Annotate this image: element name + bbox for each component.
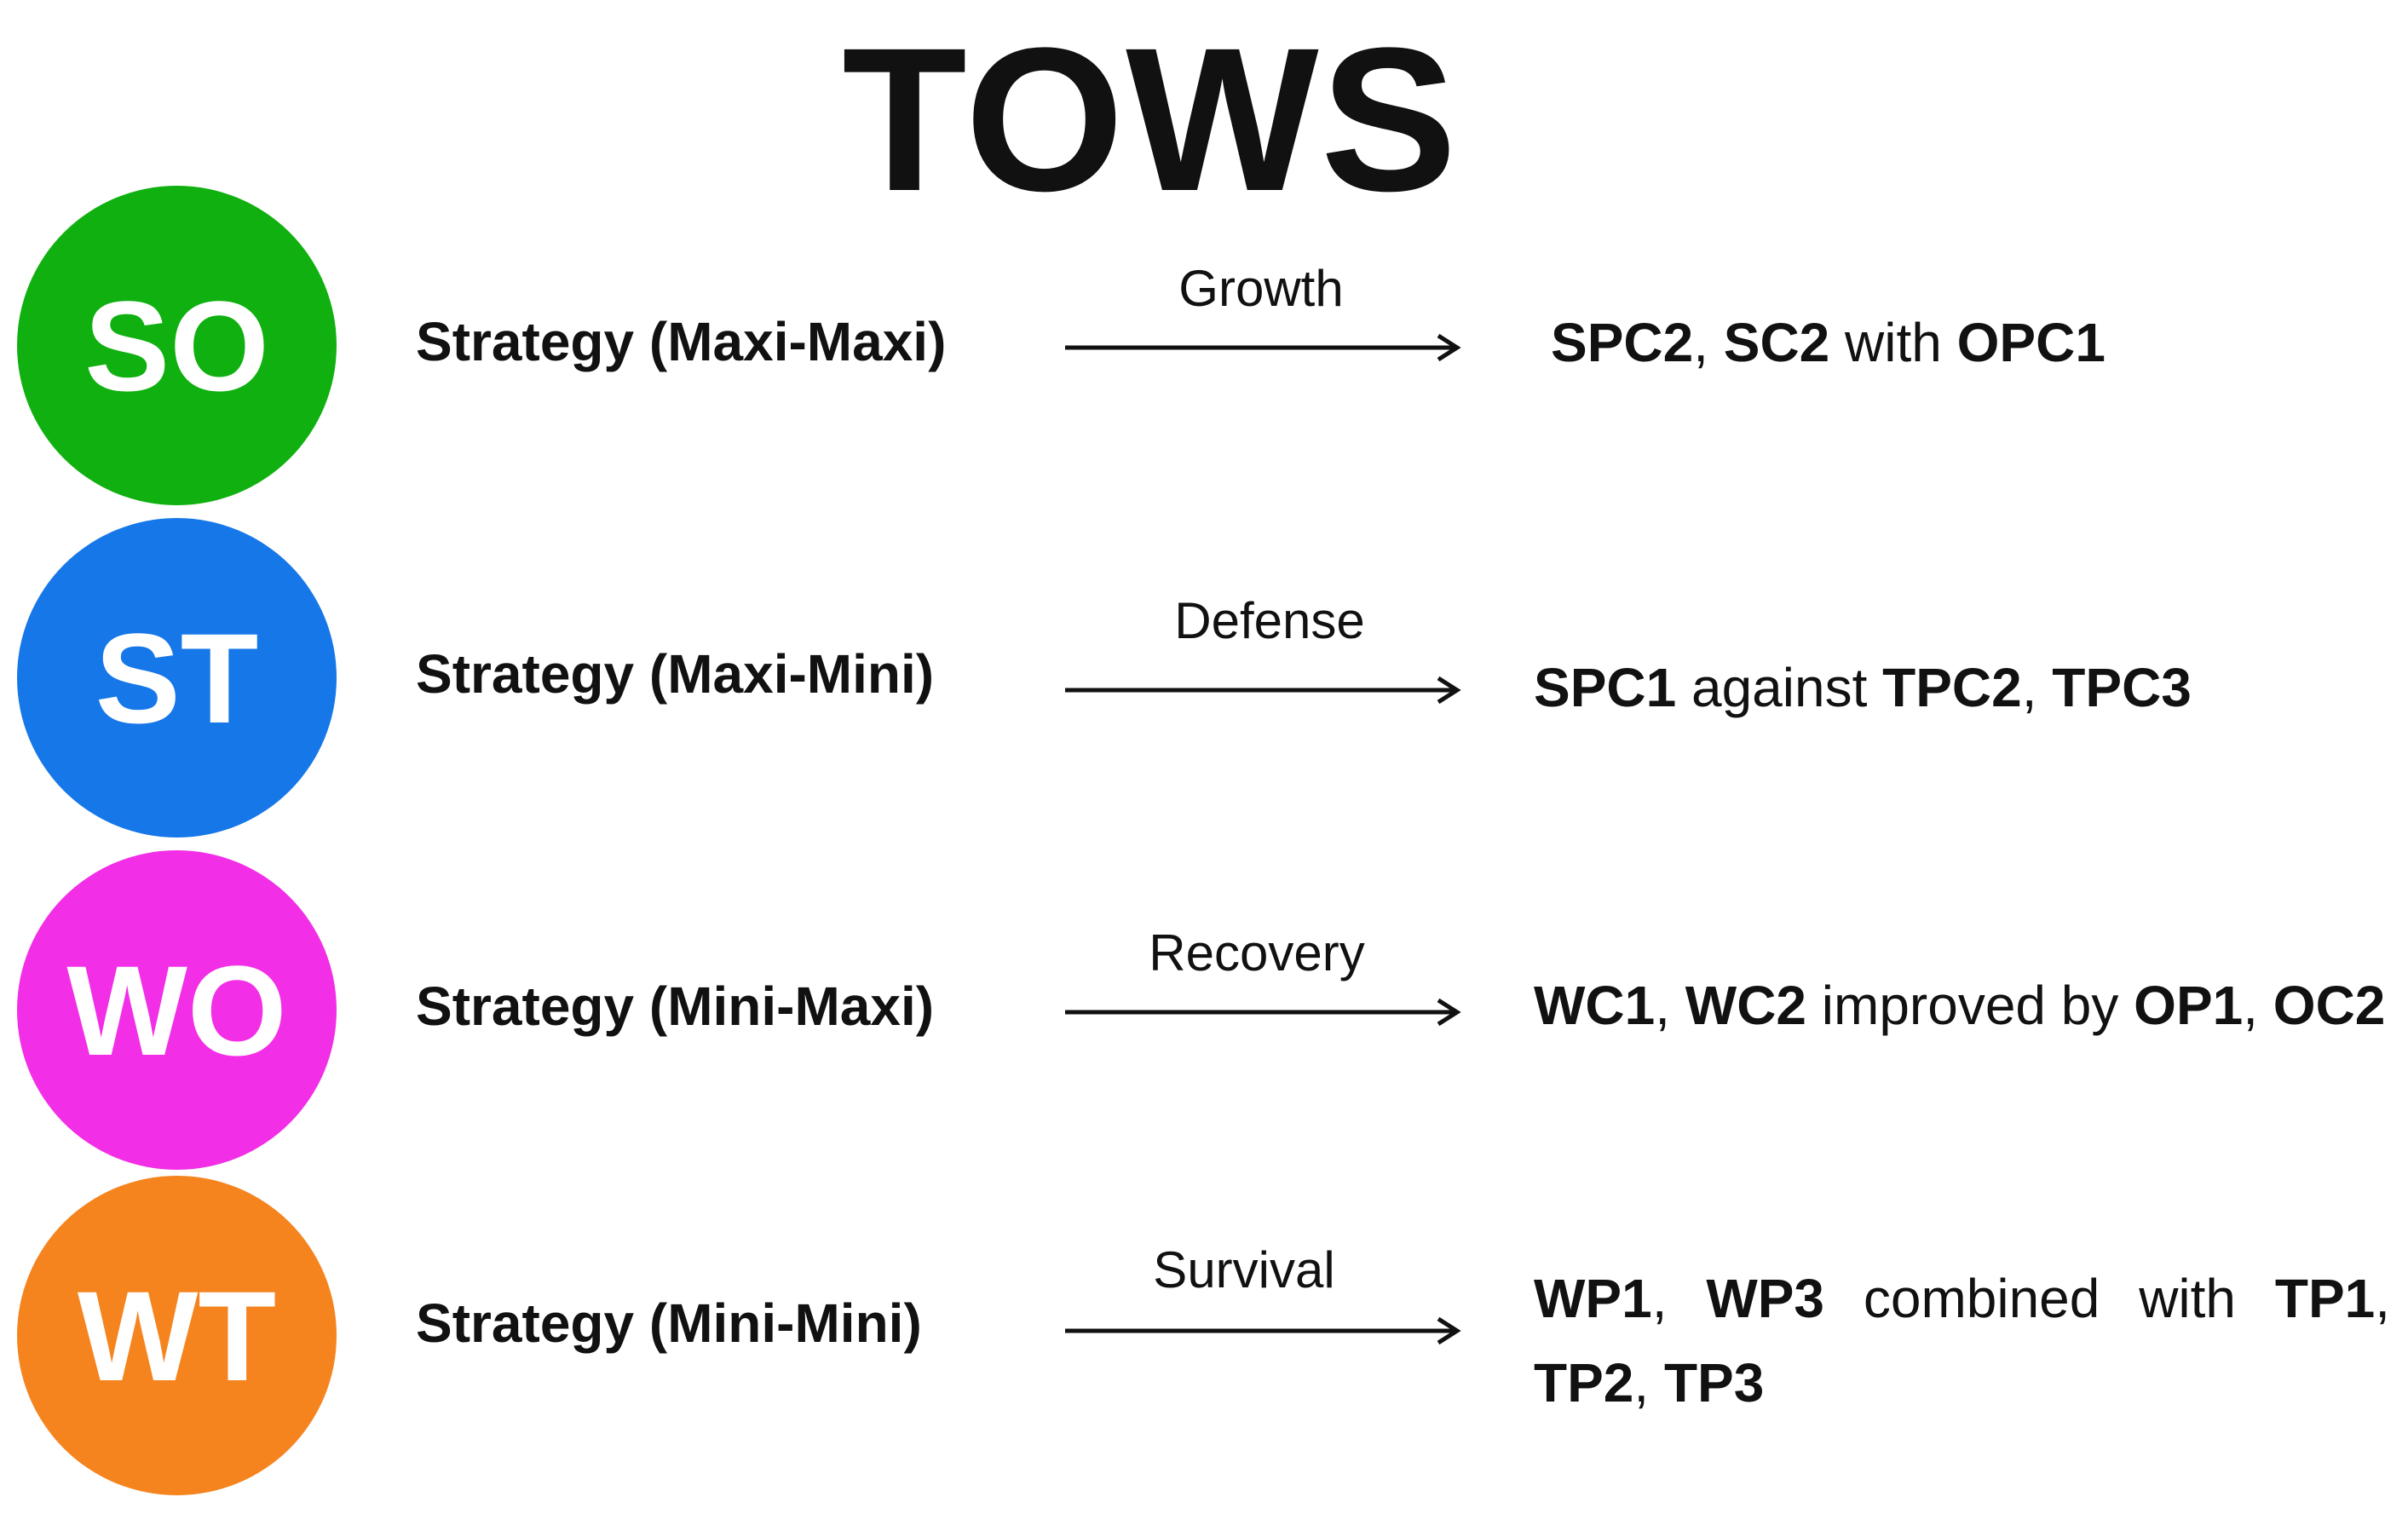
st-circle: ST (17, 518, 337, 838)
result-code: TP3 (1663, 1352, 1765, 1414)
result-text: improved by (1806, 975, 2134, 1036)
wo-result: WC1, WC2 improved by OP1, OC2 (1534, 964, 2390, 1048)
result-text: , (1651, 1268, 1707, 1329)
result-code: OPC1 (1956, 312, 2106, 373)
diagram-title: TOWS (842, 5, 1459, 233)
result-text: combined with (1824, 1268, 2275, 1329)
result-code: TPC3 (2052, 657, 2192, 718)
wt-circle: WT (17, 1176, 337, 1495)
wo-circle: WO (17, 850, 337, 1170)
wt-result: WP1, WP3 combined with TP1, TP2, TP3 (1534, 1257, 2390, 1425)
result-code: SC2 (1723, 312, 1830, 373)
st-strategy-label: Strategy (Maxi-Mini) (416, 643, 935, 705)
tows-row-wo: WO Strategy (Mini-Maxi) Recovery WC1, WC… (0, 850, 2408, 1174)
result-text: against (1676, 657, 1883, 718)
st-result: SPC1 against TPC2, TPC3 (1534, 646, 2390, 730)
so-arrow-icon (1065, 333, 1461, 362)
tows-row-so: SO Strategy (Maxi-Maxi) Growth SPC2, SC2… (0, 186, 2408, 509)
result-text: , (1655, 975, 1685, 1036)
result-code: WP1 (1534, 1268, 1652, 1329)
wo-arrow-label: Recovery (1149, 924, 1365, 982)
wt-arrow-label: Survival (1153, 1241, 1335, 1298)
result-text: , (1633, 1352, 1664, 1414)
tows-row-st: ST Strategy (Maxi-Mini) Defense SPC1 aga… (0, 518, 2408, 842)
result-text: , (2021, 657, 2053, 718)
tows-row-wt: WT Strategy (Mini-Mini) Survival WP1, WP… (0, 1176, 2408, 1500)
result-text: , (2375, 1268, 2390, 1329)
so-arrow-label: Growth (1178, 260, 1344, 317)
wo-arrow-icon (1065, 998, 1461, 1027)
result-code: WC2 (1685, 975, 1806, 1036)
result-code: OC2 (2273, 975, 2386, 1036)
result-code: TPC2 (1882, 657, 2022, 718)
result-code: TP1 (2274, 1268, 2376, 1329)
result-code: OP1 (2134, 975, 2244, 1036)
result-text: , (1693, 312, 1724, 373)
result-code: WP3 (1706, 1268, 1824, 1329)
so-strategy-label: Strategy (Maxi-Maxi) (416, 311, 947, 372)
result-text: , (2243, 975, 2273, 1036)
wo-strategy-label: Strategy (Mini-Maxi) (416, 976, 935, 1037)
result-code: WC1 (1534, 975, 1656, 1036)
wt-strategy-label: Strategy (Mini-Mini) (416, 1292, 922, 1354)
wt-arrow-icon (1065, 1316, 1461, 1345)
st-arrow-icon (1065, 676, 1461, 705)
st-arrow-label: Defense (1174, 592, 1365, 649)
result-code: SPC1 (1534, 657, 1677, 718)
result-code: SPC2 (1551, 312, 1694, 373)
result-code: TP2 (1534, 1352, 1634, 1414)
result-text: with (1829, 312, 1957, 373)
so-circle: SO (17, 186, 337, 505)
so-result: SPC2, SC2 with OPC1 (1551, 301, 2407, 385)
